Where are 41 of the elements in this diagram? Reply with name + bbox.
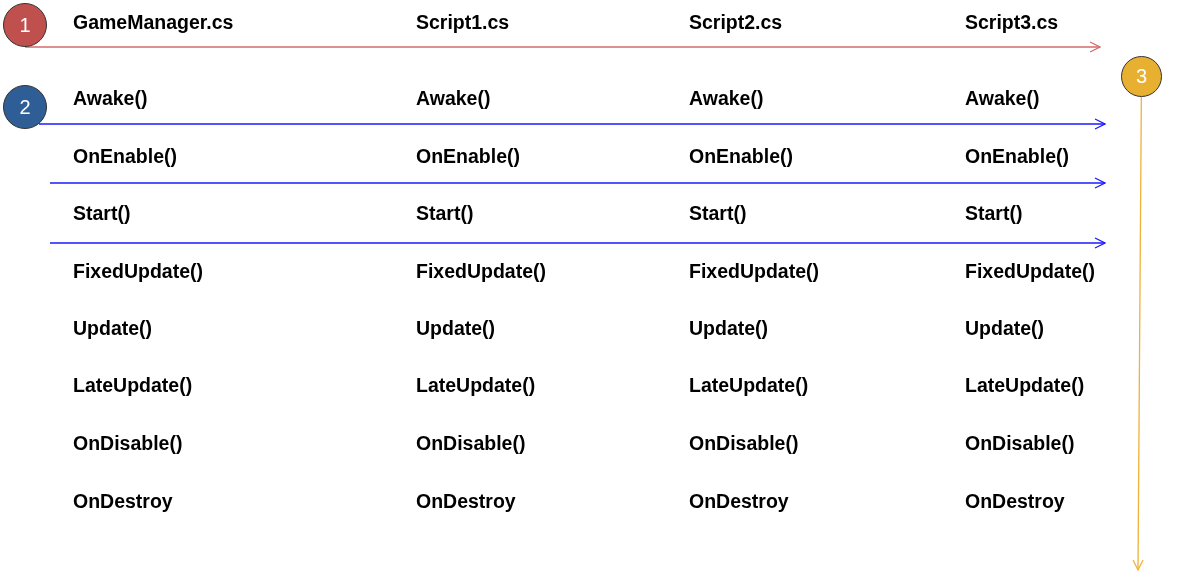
method-name: Update() xyxy=(416,316,496,340)
method-name: OnDisable() xyxy=(965,431,1075,455)
method-name: OnDestroy xyxy=(965,489,1065,513)
method-name: OnDestroy xyxy=(73,489,173,513)
method-name: Update() xyxy=(965,316,1045,340)
method-name: OnEnable() xyxy=(689,144,793,168)
number-circle: 1 xyxy=(3,3,47,47)
script-name: Script1.cs xyxy=(416,10,510,34)
method-name: Awake() xyxy=(416,86,491,110)
method-name: Update() xyxy=(689,316,769,340)
method-name: LateUpdate() xyxy=(965,373,1085,397)
script-name: Script2.cs xyxy=(689,10,783,34)
method-name: Awake() xyxy=(689,86,764,110)
method-name: OnDisable() xyxy=(73,431,183,455)
method-name: Awake() xyxy=(965,86,1040,110)
method-name: OnDestroy xyxy=(689,489,789,513)
method-name: Update() xyxy=(73,316,153,340)
method-name: Start() xyxy=(73,201,131,225)
method-name: FixedUpdate() xyxy=(965,259,1095,283)
method-name: Start() xyxy=(965,201,1023,225)
method-name: OnDisable() xyxy=(689,431,799,455)
method-name: FixedUpdate() xyxy=(416,259,546,283)
method-name: FixedUpdate() xyxy=(689,259,819,283)
arrow xyxy=(1132,96,1144,571)
method-name: LateUpdate() xyxy=(416,373,536,397)
method-name: Start() xyxy=(416,201,474,225)
number-circle: 2 xyxy=(3,85,47,129)
method-name: OnEnable() xyxy=(416,144,520,168)
method-name: LateUpdate() xyxy=(689,373,809,397)
arrow xyxy=(38,118,1106,130)
script-name: Script3.cs xyxy=(965,10,1059,34)
method-name: OnEnable() xyxy=(73,144,177,168)
number-circle: 3 xyxy=(1121,56,1162,97)
method-name: OnDisable() xyxy=(416,431,526,455)
method-name: Start() xyxy=(689,201,747,225)
method-name: Awake() xyxy=(73,86,148,110)
method-name: OnDestroy xyxy=(416,489,516,513)
method-name: FixedUpdate() xyxy=(73,259,203,283)
script-name: GameManager.cs xyxy=(73,10,234,34)
method-name: LateUpdate() xyxy=(73,373,193,397)
method-name: OnEnable() xyxy=(965,144,1069,168)
